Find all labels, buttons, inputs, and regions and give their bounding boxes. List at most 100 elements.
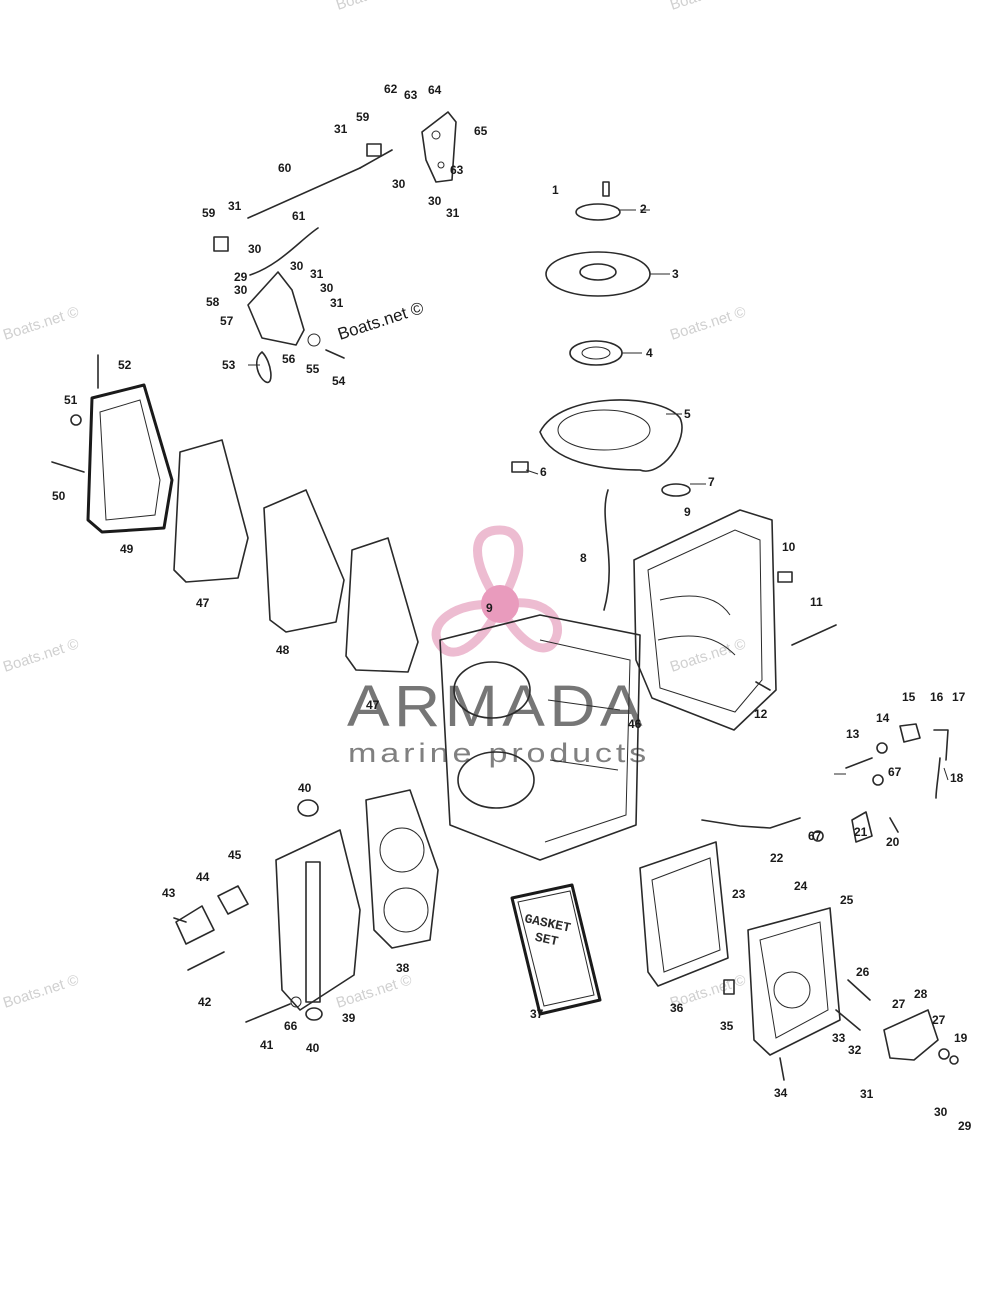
propeller-hub-icon: [481, 585, 519, 623]
watermark-text: Boats.net ©: [334, 971, 414, 1011]
part-callout-63: 63: [404, 88, 418, 102]
part-callout-30: 30: [428, 194, 442, 208]
part-callout-67: 67: [888, 765, 902, 779]
part-callout-47: 47: [196, 596, 210, 610]
part-callout-27: 27: [932, 1013, 946, 1027]
part-callout-40: 40: [298, 781, 312, 795]
part-callout-31: 31: [334, 122, 348, 136]
part-callout-28: 28: [914, 987, 928, 1001]
part-callout-59: 59: [202, 206, 216, 220]
leader-lines: [248, 209, 949, 781]
part-callout-49: 49: [120, 542, 134, 556]
part-callout-53: 53: [222, 358, 236, 372]
logo-brand: ARMADA: [347, 674, 647, 739]
part-callout-7: 7: [708, 475, 715, 489]
part-callout-11: 11: [810, 595, 823, 609]
boats-net-mark: Boats.net ©: [335, 298, 426, 344]
part-callout-31: 31: [446, 206, 460, 220]
watermark-text: Boats.net ©: [668, 635, 748, 675]
part-callout-30: 30: [234, 283, 248, 297]
armada-logo: ARMADA marine products: [347, 525, 650, 768]
part-callout-52: 52: [118, 358, 132, 372]
part-callout-30: 30: [934, 1105, 948, 1119]
part-callout-37: 37: [530, 1007, 544, 1021]
gasket-set-box: GASKET SET: [510, 883, 602, 1016]
part-callout-10: 10: [782, 540, 796, 554]
part-callout-42: 42: [198, 995, 212, 1009]
part-callout-55: 55: [306, 362, 320, 376]
part-callout-24: 24: [794, 879, 808, 893]
part-callout-23: 23: [732, 887, 746, 901]
part-callout-21: 21: [854, 825, 868, 839]
part-callout-48: 48: [276, 643, 290, 657]
linkage-right-group: [812, 723, 949, 843]
part-callout-47: 47: [366, 698, 380, 712]
throttle-linkage-group: [213, 111, 457, 384]
part-callout-16: 16: [930, 690, 944, 704]
part-callout-35: 35: [720, 1019, 734, 1033]
part-callout-34: 34: [774, 1086, 788, 1100]
part-callout-9: 9: [684, 505, 691, 519]
part-callout-5: 5: [684, 407, 691, 421]
part-callout-44: 44: [196, 870, 210, 884]
ignition-plate-stack: [511, 181, 691, 497]
watermark-layer: Boats.net © Boats.net © Boats.net © Boats.n…: [1, 0, 748, 1012]
watermark-text: Boats.net ©: [1, 303, 81, 343]
logo-tagline: marine products: [348, 738, 650, 768]
part-callout-12: 12: [754, 707, 768, 721]
part-callout-14: 14: [876, 711, 890, 725]
part-callout-33: 33: [832, 1031, 846, 1045]
part-callout-32: 32: [848, 1043, 862, 1057]
part-callout-26: 26: [856, 965, 870, 979]
watermark-text: Boats.net ©: [334, 0, 414, 14]
part-callout-63: 63: [450, 163, 464, 177]
watermark-text: Boats.net ©: [1, 971, 81, 1011]
part-callout-31: 31: [310, 267, 324, 281]
part-callout-15: 15: [902, 690, 916, 704]
part-callout-22: 22: [770, 851, 784, 865]
part-callout-30: 30: [290, 259, 304, 273]
part-callout-64: 64: [428, 83, 442, 97]
part-callout-39: 39: [342, 1011, 356, 1025]
intake-reed-group: [639, 817, 959, 1081]
propeller-icon: [431, 525, 562, 657]
part-callout-56: 56: [282, 352, 296, 366]
part-callout-62: 62: [384, 82, 398, 96]
part-callout-61: 61: [292, 209, 306, 223]
part-callout-67: 67: [808, 829, 822, 843]
part-callout-66: 66: [284, 1019, 298, 1033]
part-callout-58: 58: [206, 295, 220, 309]
part-callout-50: 50: [52, 489, 66, 503]
part-callout-1: 1: [552, 183, 559, 197]
cylinder-block: [439, 614, 641, 861]
part-callout-29: 29: [958, 1119, 972, 1133]
watermark-text: Boats.net ©: [668, 0, 748, 14]
part-callout-40: 40: [306, 1041, 320, 1055]
part-callout-17: 17: [952, 690, 966, 704]
part-callout-9: 9: [486, 601, 493, 615]
part-callout-30: 30: [320, 281, 334, 295]
part-callout-57: 57: [220, 314, 234, 328]
part-callout-31: 31: [860, 1087, 874, 1101]
crankcase-half: [603, 489, 837, 731]
part-callout-36: 36: [670, 1001, 684, 1015]
part-callout-41: 41: [260, 1038, 274, 1052]
part-callout-65: 65: [474, 124, 488, 138]
part-callout-30: 30: [248, 242, 262, 256]
part-callout-18: 18: [950, 771, 964, 785]
part-callout-59: 59: [356, 110, 370, 124]
part-callout-13: 13: [846, 727, 860, 741]
watermark-text: Boats.net ©: [1, 635, 81, 675]
part-callout-30: 30: [392, 177, 406, 191]
part-callout-31: 31: [330, 296, 344, 310]
part-callout-8: 8: [580, 551, 587, 565]
part-callout-29: 29: [234, 270, 248, 284]
part-callout-25: 25: [840, 893, 854, 907]
gasket-set-label-line2: SET: [534, 930, 560, 950]
part-callout-46: 46: [628, 717, 642, 731]
part-callout-3: 3: [672, 267, 679, 281]
part-callout-4: 4: [646, 346, 653, 360]
